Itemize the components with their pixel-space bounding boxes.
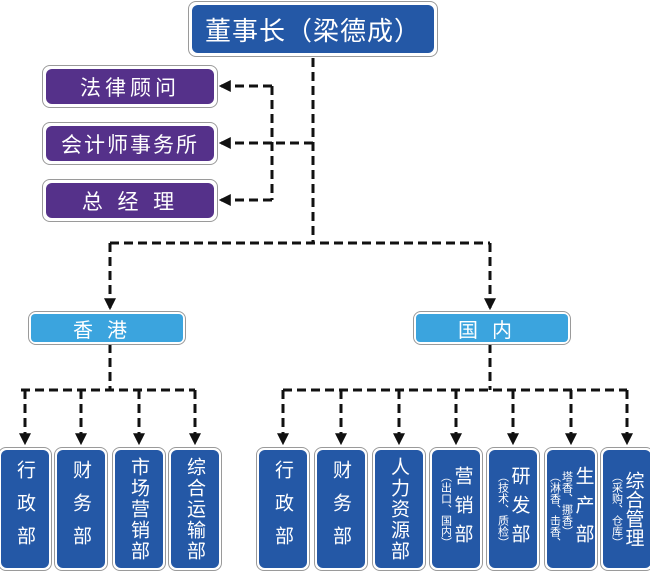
department-box: 财务部 bbox=[314, 447, 368, 571]
department-name: 营销部 bbox=[451, 465, 474, 553]
region-domestic: 国内 bbox=[413, 311, 571, 345]
department-box: 财务部 bbox=[54, 447, 108, 571]
department-name: 人力资源部 bbox=[388, 456, 410, 562]
department-name: 市场营销部 bbox=[128, 456, 150, 562]
department-note-text: （出口、国内） bbox=[439, 470, 453, 548]
department-name: 研发部 bbox=[508, 465, 531, 553]
department-note-text: （技术、质检） bbox=[496, 470, 510, 548]
department-name: 行政部 bbox=[272, 459, 294, 559]
department-note: （技术、质检） bbox=[496, 470, 510, 548]
department-note: （采购、仓库） bbox=[610, 470, 624, 548]
region-label: 国内 bbox=[416, 314, 568, 342]
department-box: 行政部 bbox=[0, 447, 52, 571]
advisor-accounting: 会计师事务所 bbox=[42, 122, 218, 165]
department-box: 人力资源部 bbox=[372, 447, 426, 571]
chairman-box: 董事长（梁德成） bbox=[188, 1, 438, 57]
department-box: （出口、国内）营销部 bbox=[429, 447, 483, 571]
department-name: 财务部 bbox=[330, 459, 352, 559]
department-note: （出口、国内） bbox=[439, 470, 453, 548]
department-box: （淋香、击香、塔香、挪香）生产部 bbox=[544, 447, 598, 571]
advisor-label: 法律顾问 bbox=[46, 69, 214, 104]
department-note-text: （采购、仓库） bbox=[610, 470, 624, 548]
department-note-text: （淋香、击香、 bbox=[548, 470, 562, 548]
department-name: 行政部 bbox=[14, 459, 36, 559]
department-name: 财务部 bbox=[70, 459, 92, 559]
region-label: 香港 bbox=[31, 314, 183, 342]
department-note-text: 塔香、挪香） bbox=[560, 470, 574, 537]
advisor-label: 会计师事务所 bbox=[46, 126, 214, 161]
department-box: （技术、质检）研发部 bbox=[486, 447, 540, 571]
department-name: 综合运输部 bbox=[184, 456, 206, 562]
chairman-label: 董事长（梁德成） bbox=[192, 5, 434, 53]
advisor-label: 总 经 理 bbox=[46, 183, 214, 218]
cn-branch bbox=[283, 344, 627, 392]
department-box: 市场营销部 bbox=[112, 447, 166, 571]
department-box: 行政部 bbox=[256, 447, 310, 571]
hk-branch bbox=[21, 344, 195, 392]
department-box: 综合运输部 bbox=[168, 447, 222, 571]
region-hongkong: 香港 bbox=[28, 311, 186, 345]
department-box: （采购、仓库）综合管理 bbox=[600, 447, 650, 571]
department-name: 综合管理 bbox=[622, 471, 645, 547]
department-name: 生产部 bbox=[572, 465, 595, 553]
advisor-legal: 法律顾问 bbox=[42, 65, 218, 108]
advisor-general-manager: 总 经 理 bbox=[42, 179, 218, 222]
department-note: （淋香、击香、塔香、挪香） bbox=[548, 470, 574, 548]
